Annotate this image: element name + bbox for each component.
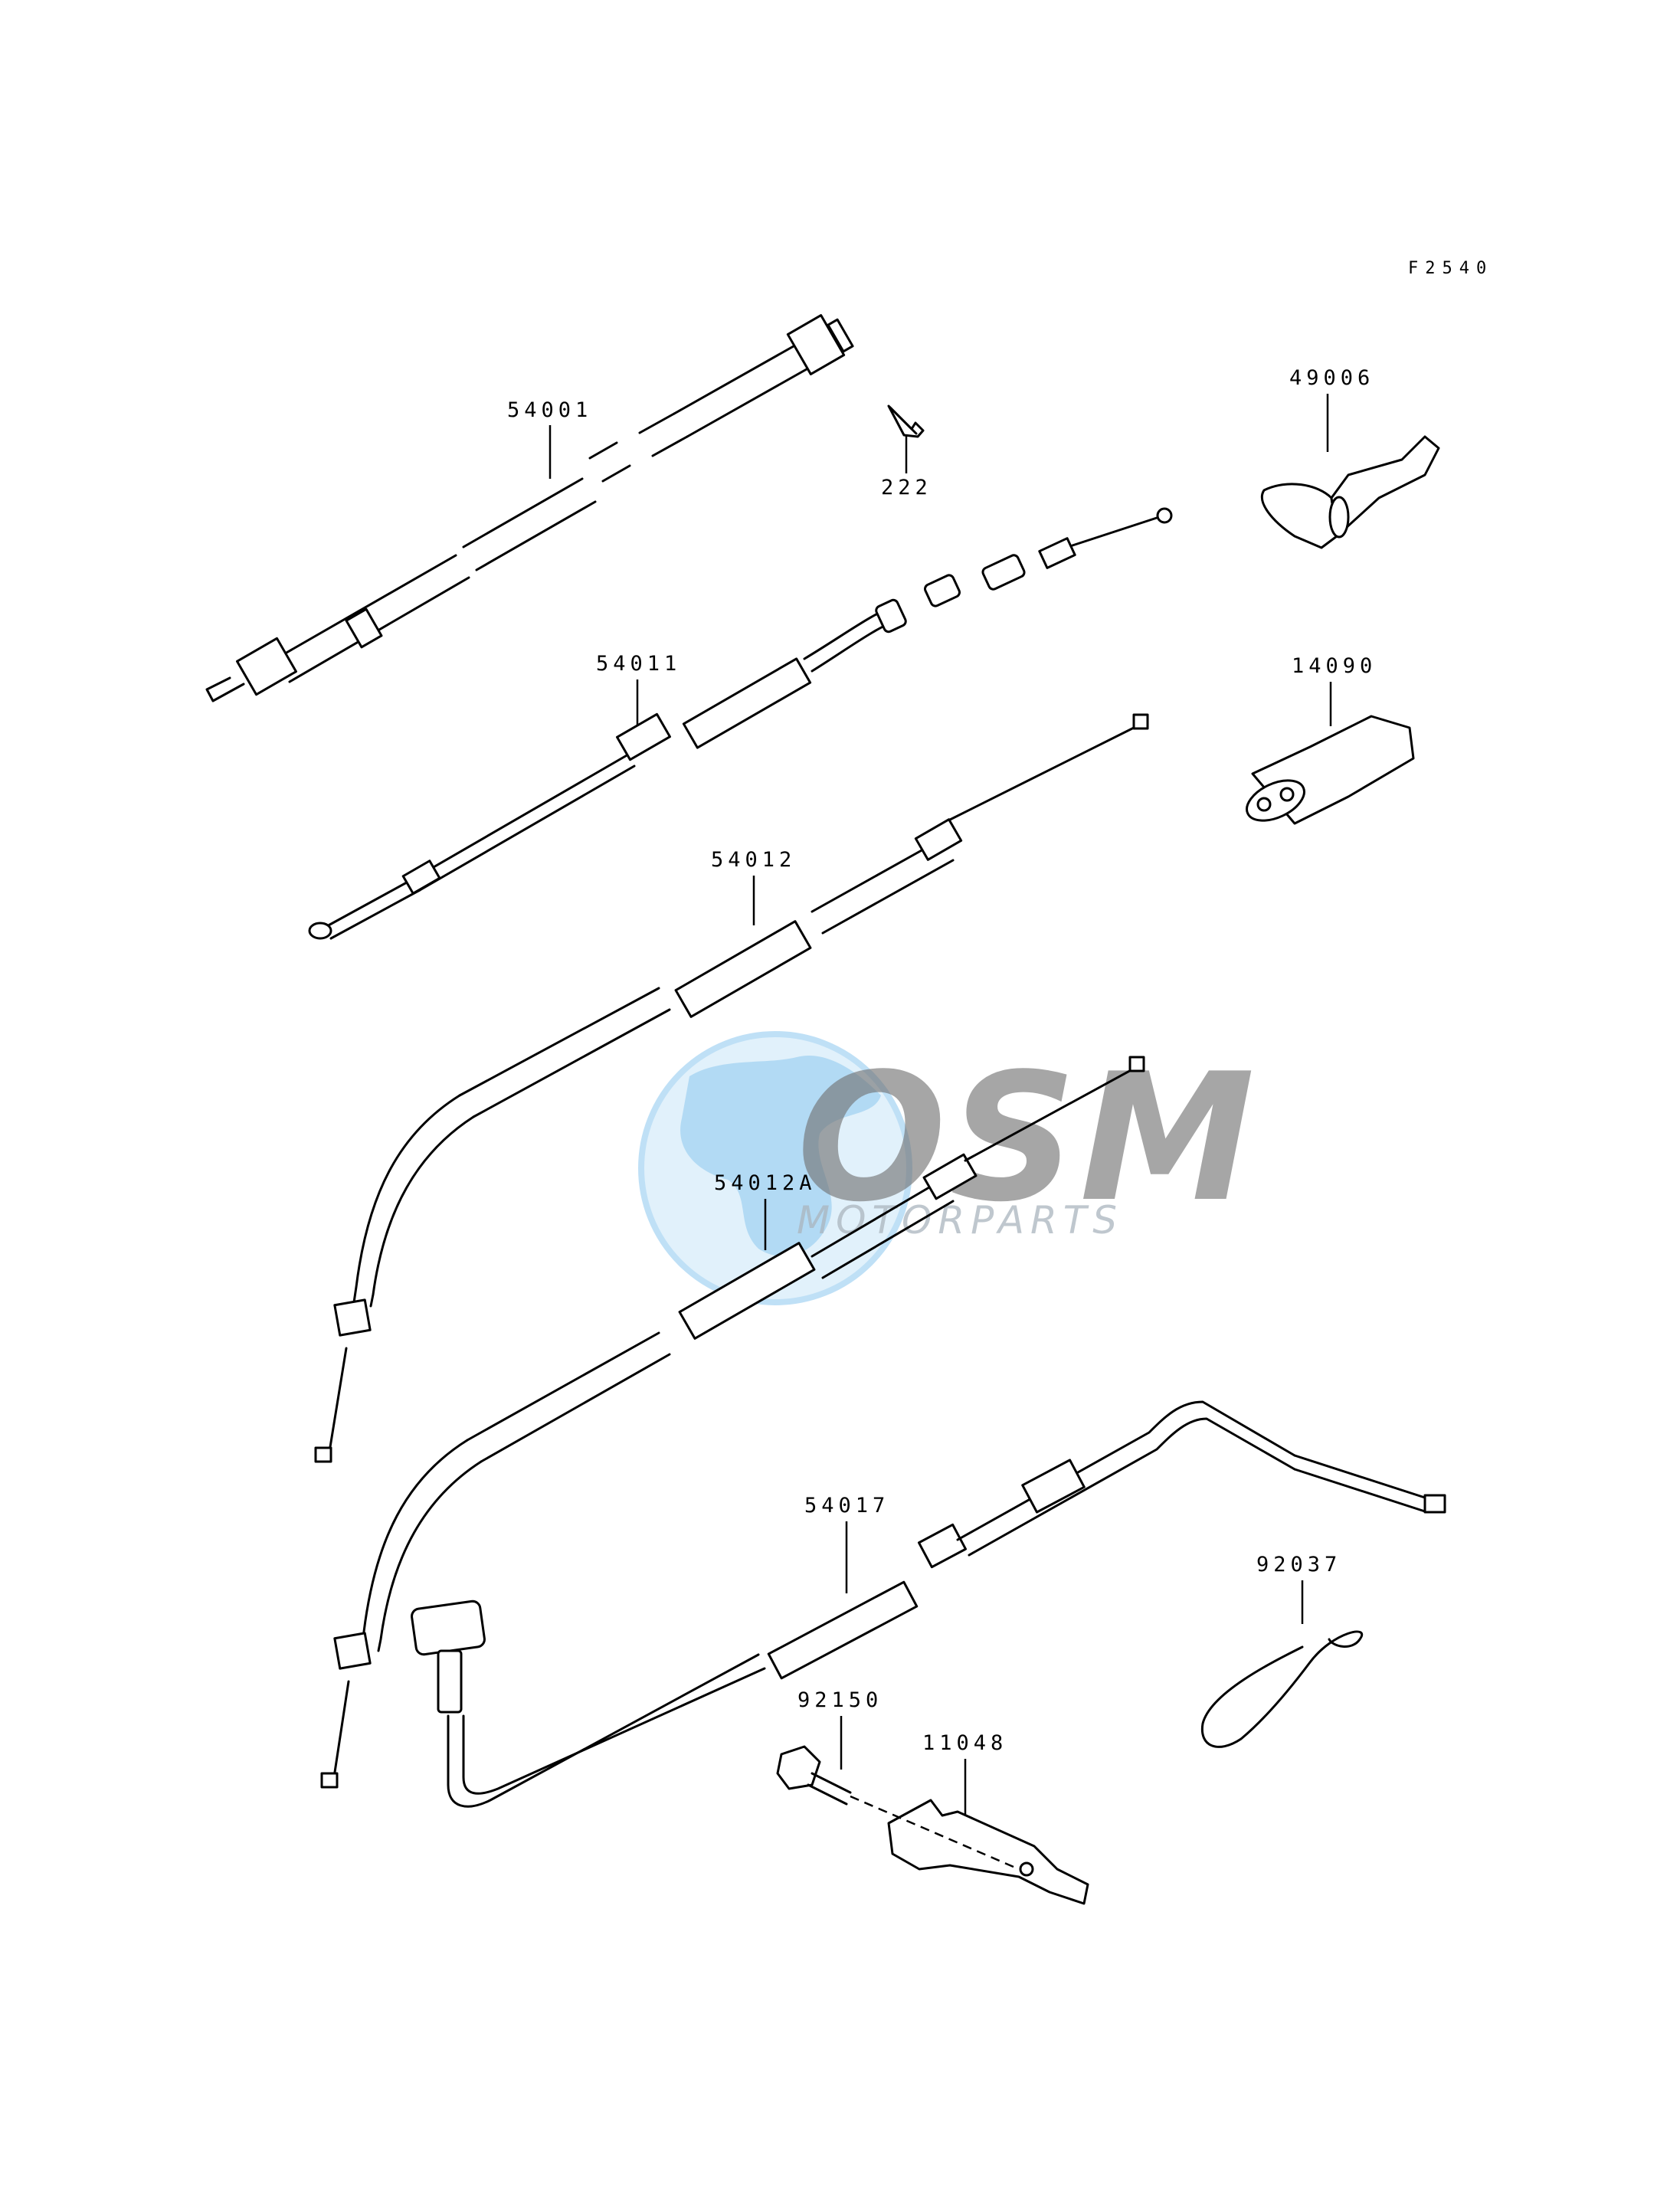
part-label-54001: 54001 <box>507 398 592 422</box>
watermark-globe-land-icon <box>680 1056 881 1256</box>
part-label-11048: 11048 <box>922 1731 1007 1755</box>
part-label-54017: 54017 <box>804 1494 889 1518</box>
diagram-code: F2540 <box>1408 259 1493 278</box>
part-14090-cap <box>1246 715 1415 825</box>
part-54017-choke-cable <box>411 1400 1446 1808</box>
part-54011-cable <box>308 507 1173 940</box>
part-222-screw <box>887 404 925 438</box>
part-label-14090: 14090 <box>1292 654 1377 678</box>
part-label-49006: 49006 <box>1289 366 1374 390</box>
part-label-222: 222 <box>881 476 932 499</box>
part-49006-boot <box>1260 435 1440 549</box>
part-54012-cable <box>314 713 1149 1463</box>
part-label-92037: 92037 <box>1256 1553 1341 1577</box>
watermark-brand: OSM <box>797 1036 1258 1241</box>
part-54012A-cable <box>320 1056 1145 1789</box>
part-92150-bolt <box>776 1745 852 1806</box>
part-92037-clamp <box>1200 1630 1363 1748</box>
part-label-54012: 54012 <box>711 848 796 872</box>
leader-lines <box>549 394 1332 1835</box>
watermark: OSM MOTORPARTS <box>638 1031 1258 1305</box>
part-label-54012A: 54012A <box>714 1171 817 1195</box>
part-11048-bracket <box>850 1795 1089 1905</box>
part-54001-speedo-cable <box>205 314 854 702</box>
part-label-92150: 92150 <box>797 1688 883 1712</box>
part-label-54011: 54011 <box>596 652 681 676</box>
